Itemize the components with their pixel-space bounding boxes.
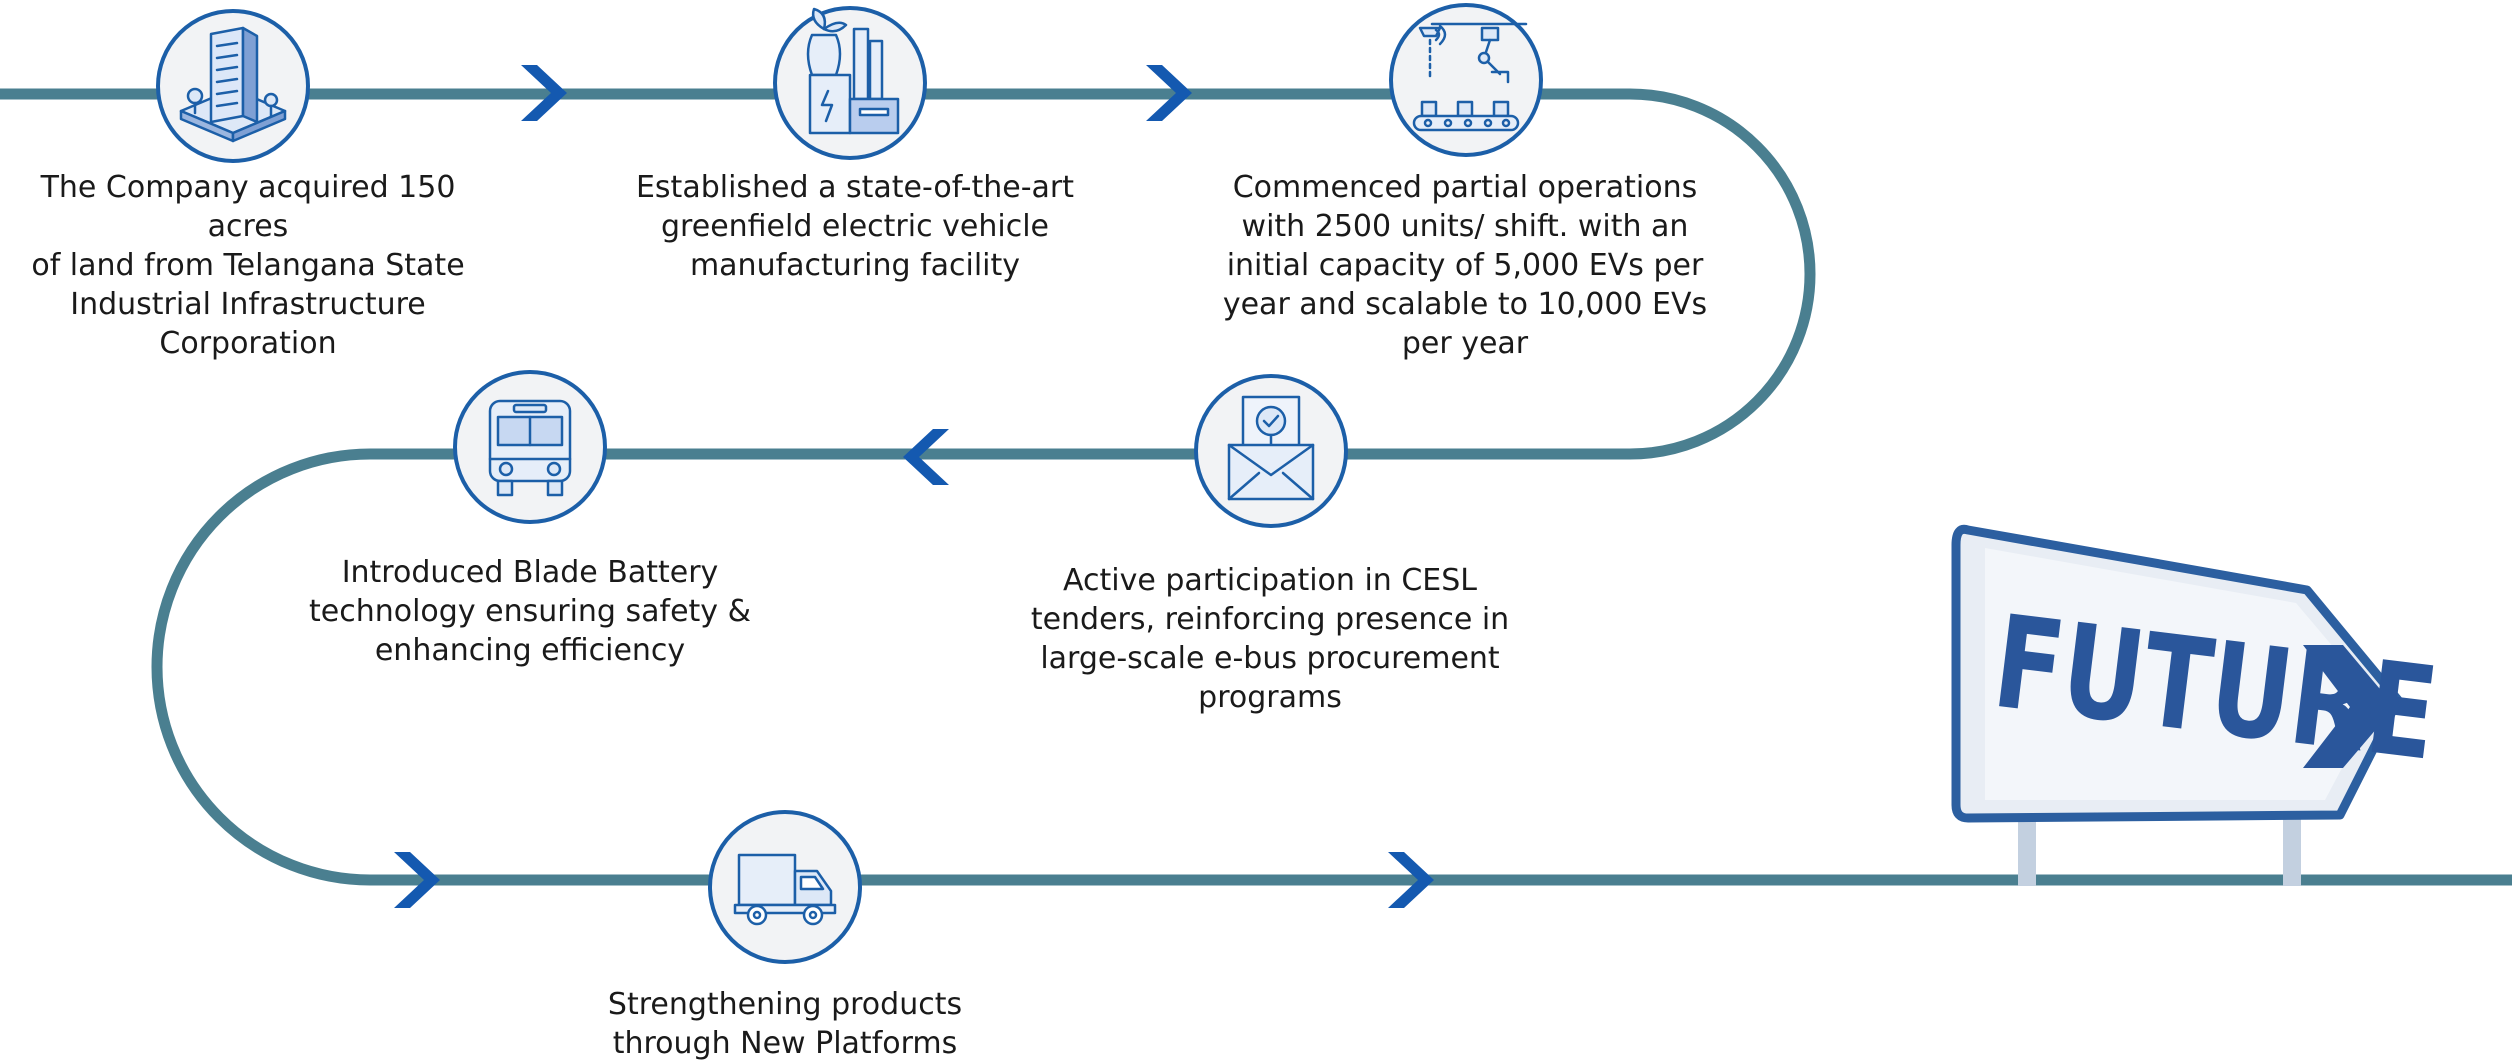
step-node-3 (1389, 3, 1543, 157)
step-1-text: The Company acquired 150 acres of land f… (31, 170, 465, 361)
chevron-right-icon (1146, 65, 1192, 121)
chevron-right-icon (2303, 645, 2395, 768)
step-5-text: Introduced Blade Battery technology ensu… (309, 555, 751, 668)
envelope-approval-icon (1227, 395, 1315, 501)
chevron-left-icon (903, 429, 949, 485)
step-6-text: Strengthening products through New Platf… (607, 987, 963, 1061)
assembly-line-icon (1412, 22, 1528, 132)
step-node-5 (453, 370, 607, 524)
truck-icon (733, 853, 837, 926)
bus-icon (488, 399, 572, 497)
chevron-right-icon (1388, 852, 1434, 908)
step-node-2 (773, 6, 927, 160)
future-sign: FUTURE (1951, 524, 2445, 886)
timeline-path (0, 88, 2512, 886)
building-icon (179, 26, 287, 143)
step-node-1 (156, 9, 310, 163)
step-2-text: Established a state-of-the-art greenfiel… (635, 170, 1075, 283)
step-4-text: Active participation in CESL tenders, re… (1030, 563, 1510, 715)
factory-icon (806, 7, 900, 135)
step-node-4 (1194, 374, 1348, 528)
step-node-6 (708, 810, 862, 964)
chevron-right-icon (521, 65, 567, 121)
chevron-right-icon (394, 852, 440, 908)
step-3-text: Commenced partial operations with 2500 u… (1222, 170, 1708, 361)
